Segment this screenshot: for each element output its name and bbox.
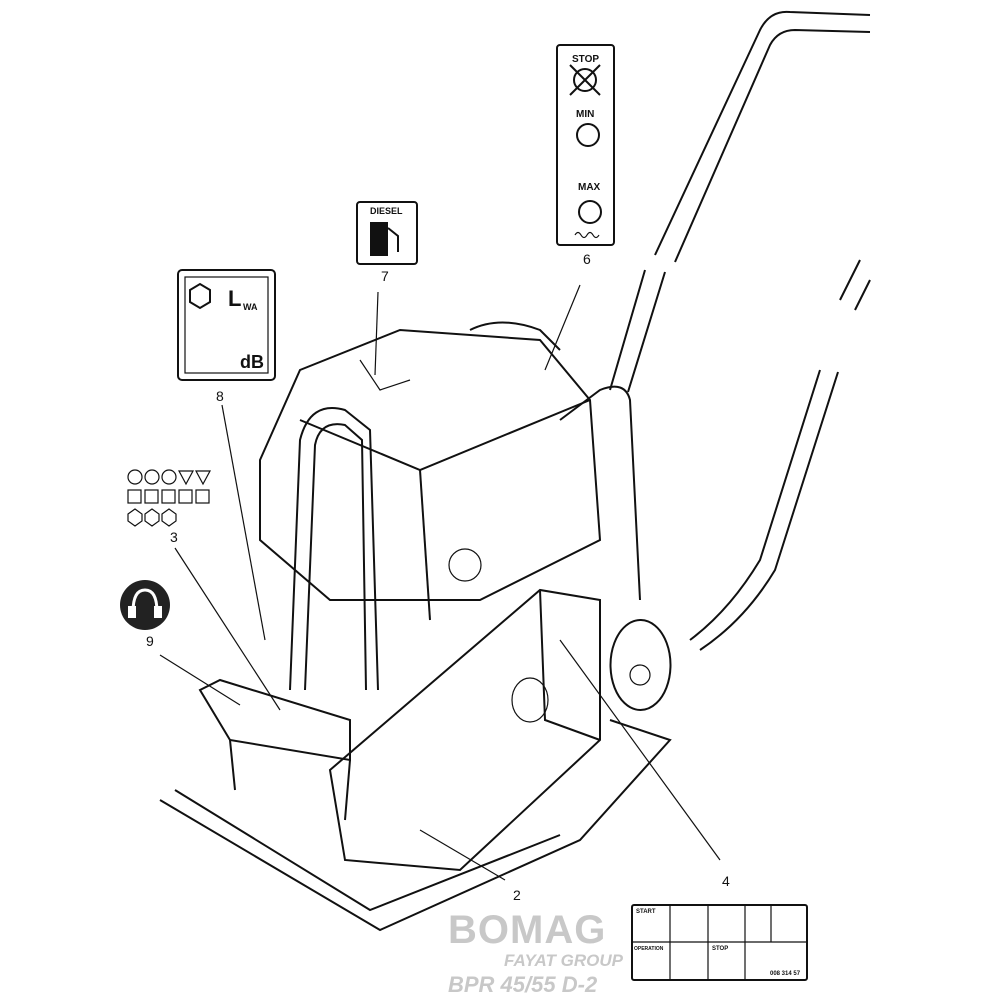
callout-2: 2 [513,887,521,903]
logo-brand: BOMAG [448,908,607,952]
stop-step-label: STOP [712,946,728,952]
callout-7: 7 [381,268,389,284]
max-label: MAX [578,182,601,193]
decal-symbol-grid [127,469,212,527]
leader-lines [159,284,721,881]
part-number: 008 314 57 [770,971,801,977]
exciter-housing [328,588,601,872]
decal-noise-level: L WA dB [177,269,276,381]
base-plate [159,678,672,932]
callout-8: 8 [216,388,224,404]
diesel-label: DIESEL [370,206,403,216]
logo-group: FAYAT GROUP [504,951,623,970]
callout-4: 4 [722,873,730,889]
fuel-pump-icon [370,222,388,256]
guide-handle [609,10,871,651]
decal-ear-protection [120,580,170,630]
decal-throttle: STOP MIN MAX [556,44,615,246]
decal-operation: START OPERATION STOP 008 314 57 [631,904,808,981]
callout-3: 3 [170,529,178,545]
db-label: dB [240,352,264,372]
lwa-label: L [228,286,241,311]
stop-label: STOP [572,54,599,65]
start-label: START [636,909,656,915]
operation-label: OPERATION [634,946,664,952]
bomag-logo: BOMAG FAYAT GROUP BPR 45/55 D-2 [448,910,623,998]
callout-9: 9 [146,633,154,649]
callout-6: 6 [583,251,591,267]
logo-model: BPR 45/55 D-2 [448,972,598,997]
noise-icon [189,282,211,310]
decal-diesel: DIESEL [356,201,418,265]
protection-frame [289,321,641,691]
lwa-sub-label: WA [243,302,258,312]
min-label: MIN [576,109,594,120]
